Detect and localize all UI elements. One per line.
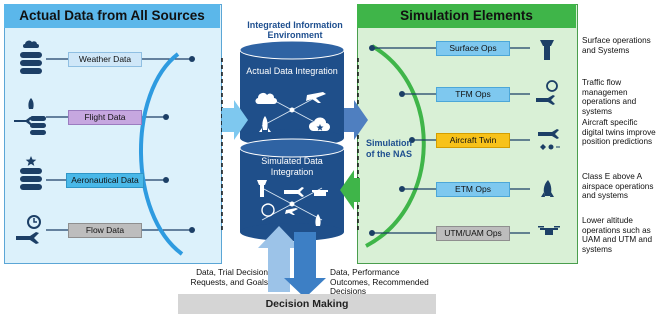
drone-icon: [312, 190, 328, 196]
tfm-ops-label: TFM Ops: [436, 87, 510, 102]
plane-digital-twin-icon: [538, 129, 560, 150]
rocket-icon: [259, 116, 271, 132]
actual-data-cylinder: [239, 40, 345, 147]
right-green-arc: [365, 44, 426, 248]
small-plane-icon: [285, 208, 298, 215]
flow-data-label: Flow Data: [68, 223, 142, 238]
weather-data-label: Weather Data: [68, 52, 142, 67]
tfm-ops-description: Traffic flow managemen operations and sy…: [582, 78, 637, 116]
actual-data-integration-label: Actual Data Integration: [246, 66, 338, 76]
database-star-icon: [20, 156, 42, 190]
cloud-star-icon: [308, 117, 330, 131]
decision-making-bar: Decision Making: [178, 294, 436, 314]
simulation-of-nas-label: Simulation of the NAS: [366, 138, 413, 159]
aircraft-twin-description: Aircraft specific digital twins improve …: [582, 118, 656, 147]
aeronautical-data-label: Aeronautical Data: [66, 173, 144, 188]
aircraft-twin-label: Aircraft Twin: [436, 133, 510, 148]
down-arrow-caption: Data, Performance Outcomes, Recommended …: [330, 267, 429, 297]
etm-ops-label: ETM Ops: [436, 182, 510, 197]
etm-ops-description: Class E above A airspace operations and …: [582, 172, 654, 201]
clock-icon: [261, 203, 275, 217]
drone-plane-icon: [284, 187, 304, 197]
drone-icon: [538, 226, 560, 235]
flight-data-label: Flight Data: [68, 110, 142, 125]
control-tower-icon: [257, 180, 267, 197]
integrated-environment-title: Integrated Information Environment: [247, 20, 343, 40]
down-arrow: [284, 232, 326, 298]
control-tower-icon: [540, 40, 554, 60]
rocket-small-icon: [315, 214, 321, 226]
rocket-icon: [541, 180, 554, 197]
green-input-arrow: [340, 170, 360, 210]
simulated-data-integration-label: Simulated Data Integration: [261, 156, 323, 177]
up-arrow-caption: Data, Trial Decision Requests, and Goals: [190, 267, 268, 287]
cloud-icon: [255, 93, 277, 105]
up-arrow: [258, 226, 300, 292]
clock-plane-icon: [16, 215, 41, 244]
surface-ops-label: Surface Ops: [436, 41, 510, 56]
surface-ops-description: Surface operations and Systems: [582, 36, 651, 55]
right-output-arrow: [344, 100, 368, 140]
actual-data-panel-title: Actual Data from All Sources: [4, 4, 220, 28]
simulation-elements-panel-title: Simulation Elements: [357, 4, 576, 28]
utm-uam-ops-description: Lower altitude operations such as UAM an…: [582, 216, 653, 254]
database-cloud-icon: [20, 40, 42, 74]
clock-plane-icon: [536, 80, 558, 105]
airplane-icon: [306, 92, 326, 103]
utm-uam-ops-label: UTM/UAM Ops: [436, 226, 510, 241]
left-blue-arc: [139, 52, 184, 256]
database-rocket-plane-icon: [14, 98, 46, 135]
left-input-arrow: [222, 100, 248, 140]
